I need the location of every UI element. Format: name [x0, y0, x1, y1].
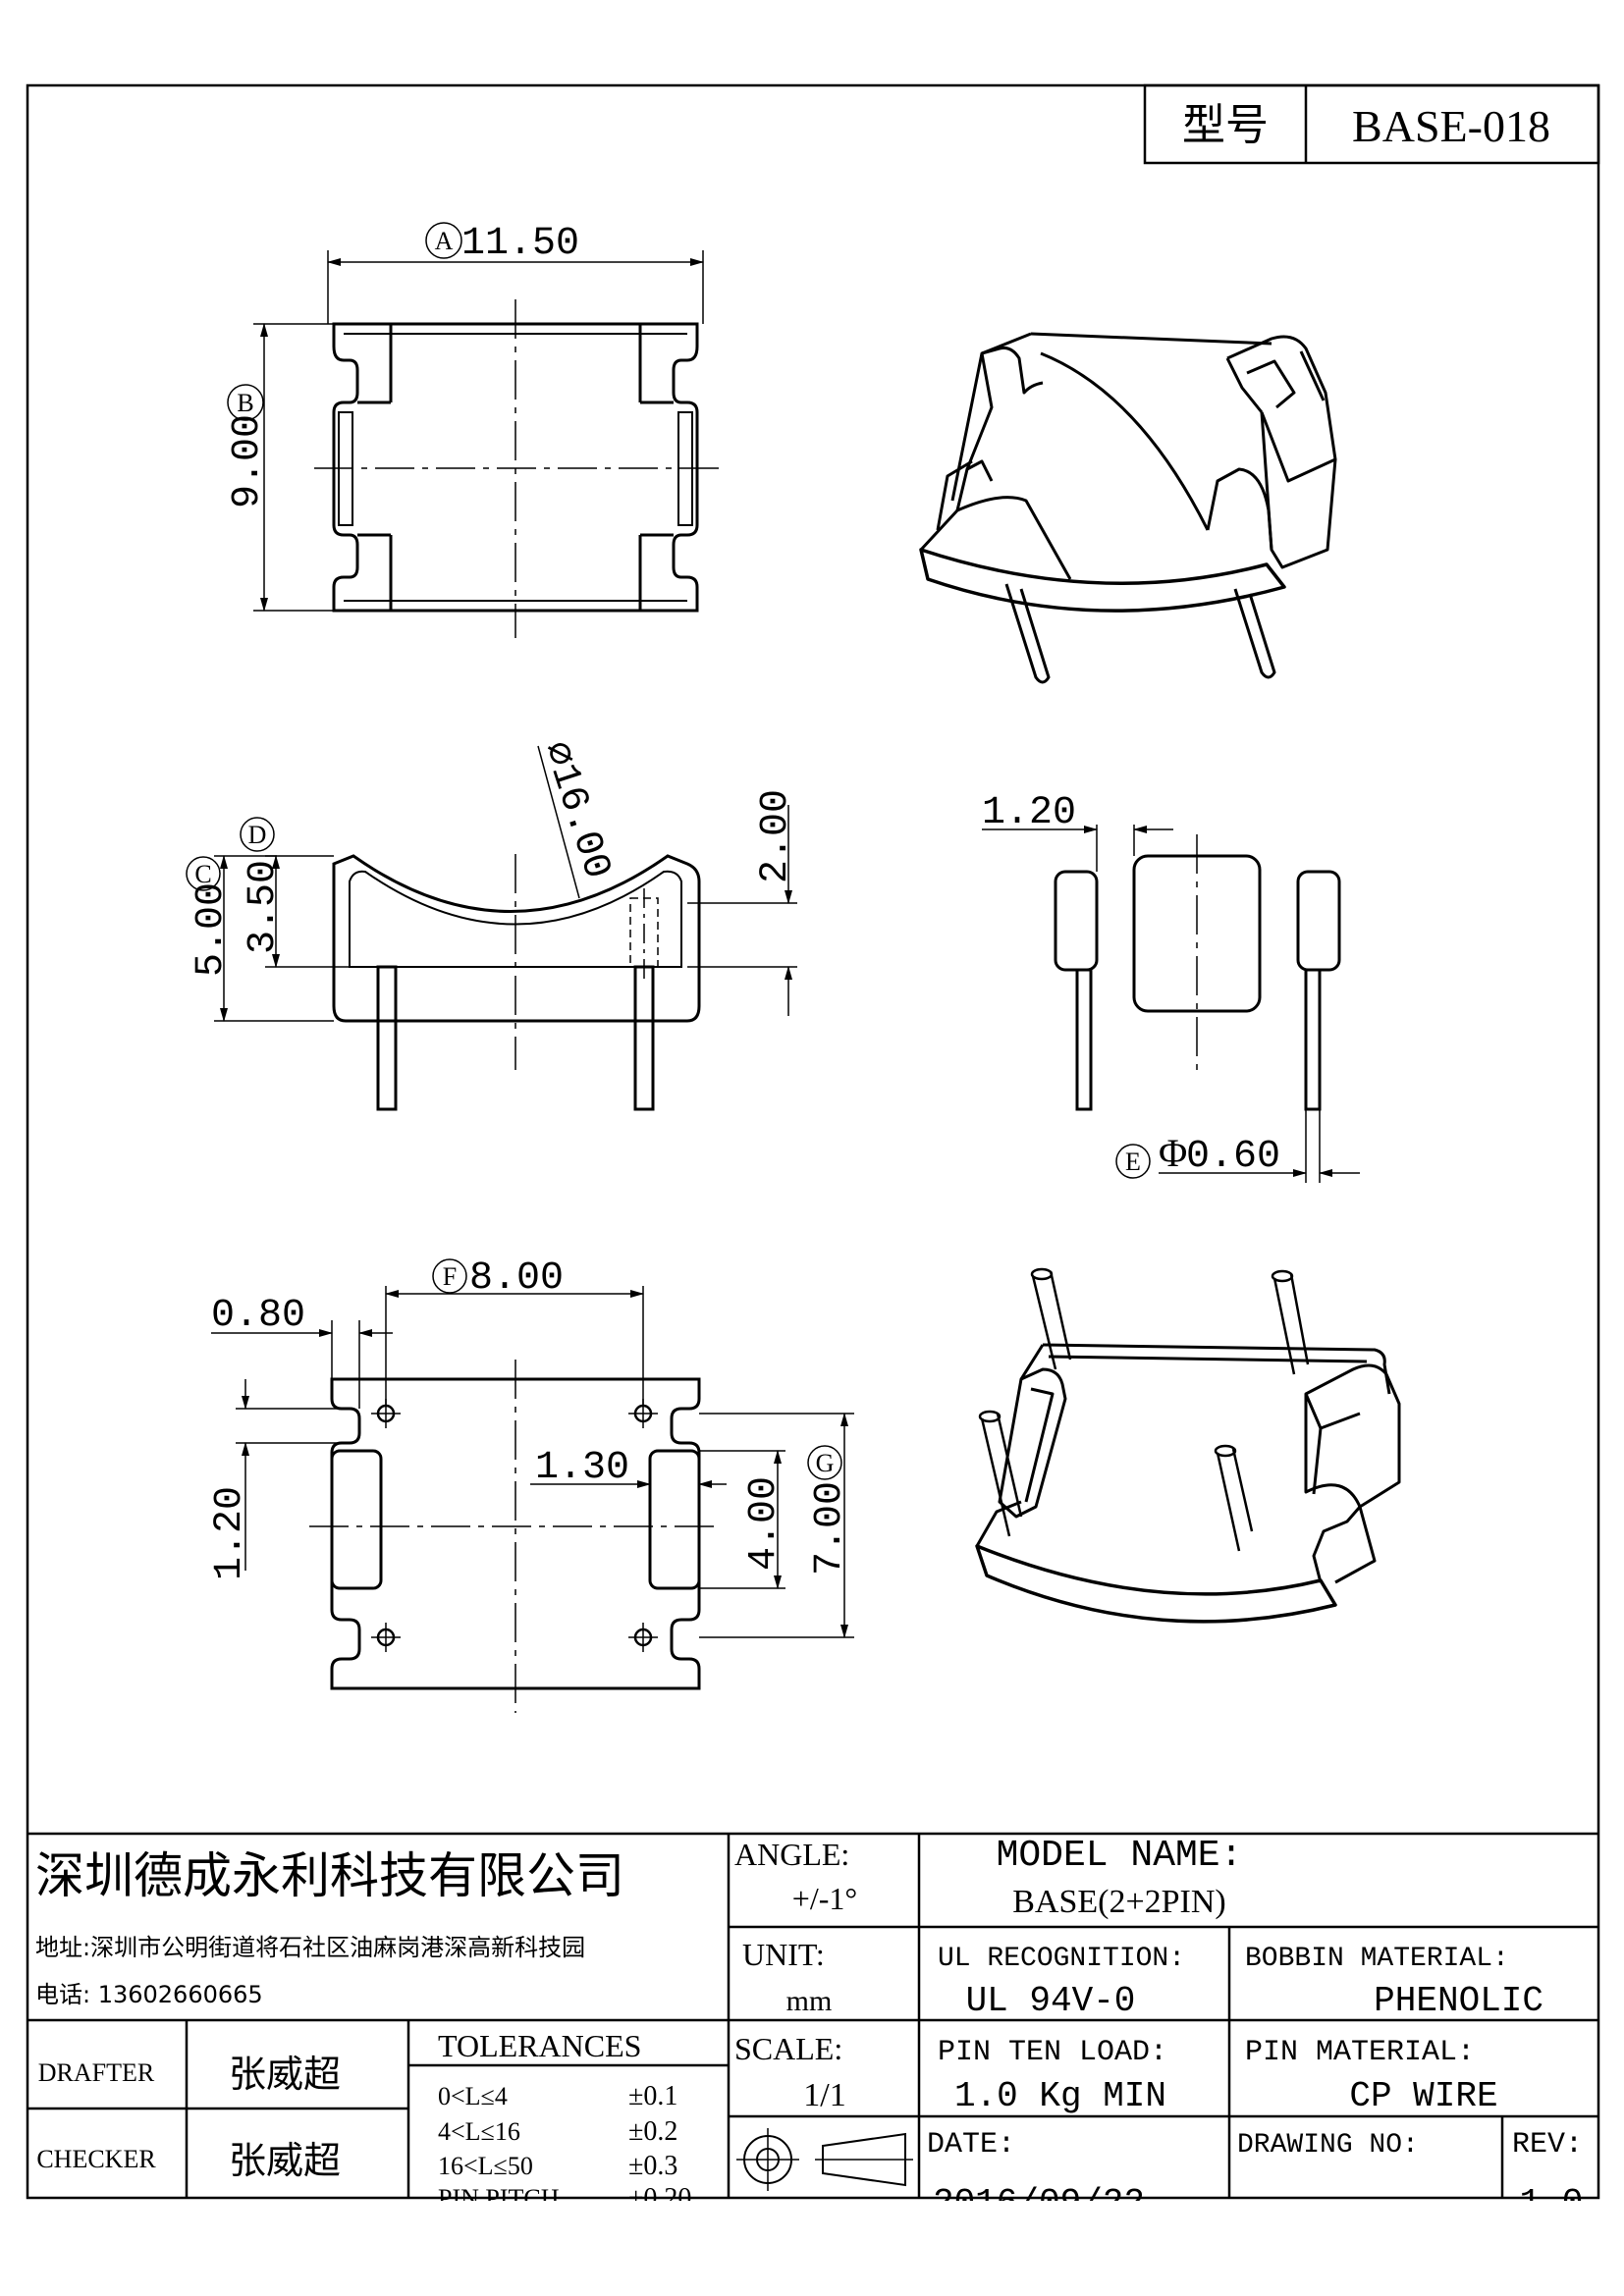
angle-label: ANGLE: [734, 1837, 849, 1872]
side-view [214, 745, 797, 1111]
model-label: 型号 [1182, 100, 1269, 150]
tolerance-value: ±0.20 [628, 2183, 691, 2214]
title-block-text: 深圳德成永利科技有限公司 地址:深圳市公明街道将石社区油麻岗港深高新科技园 电话… [35, 1835, 1584, 2223]
iso-view-bottom [975, 1267, 1401, 1624]
pin-material-label: PIN MATERIAL: [1245, 2036, 1475, 2069]
angle-value: +/-1° [792, 1881, 857, 1916]
rev-label: REV: [1512, 2128, 1583, 2162]
pin-load-label: PIN TEN LOAD: [938, 2036, 1167, 2069]
tolerance-value: ±0.3 [628, 2151, 677, 2181]
model-name-label: MODEL NAME: [997, 1835, 1243, 1877]
dim-mark-b: B [237, 389, 253, 417]
model-name-value: BASE(2+2PIN) [1012, 1884, 1226, 1920]
drafter-label: DRAFTER [38, 2058, 155, 2087]
dim-gap: 1.30 [535, 1446, 629, 1490]
dim-body-height: 3.50 [242, 860, 286, 954]
dim-slot-height: 1.20 [208, 1486, 252, 1580]
dim-mark-g: G [816, 1449, 835, 1477]
iso-view-top [919, 332, 1337, 684]
bottom-view-dims: F 8.00 0.80 1.20 1.30 4.00 G 7.00 [208, 1256, 852, 1580]
dim-mark-f: F [443, 1262, 457, 1291]
drawing-no-label: DRAWING NO: [1237, 2130, 1419, 2161]
dim-pin-pitch: 8.00 [469, 1256, 564, 1301]
ul-value: UL 94V-0 [966, 1981, 1136, 2021]
date-value: 2016/09/22 [933, 2183, 1145, 2223]
end-view-dims: 1.20 E Φ 0.60 [982, 791, 1280, 1179]
scale-value: 1/1 [803, 2077, 845, 2113]
scale-label: SCALE: [734, 2031, 842, 2066]
dim-row-pitch: 7.00 [808, 1481, 852, 1575]
checker-value: 张威超 [229, 2139, 341, 2182]
company-phone: 电话: 13602660665 [35, 1981, 263, 2008]
unit-label: UNIT: [742, 1937, 825, 1972]
dim-total-height: 5.00 [189, 882, 234, 977]
model-value: BASE-018 [1352, 101, 1550, 151]
tolerance-range: 0<L≤4 [438, 2082, 508, 2110]
checker-label: CHECKER [36, 2145, 156, 2173]
pin-diameter-symbol: Φ [1159, 1131, 1187, 1175]
date-label: DATE: [927, 2128, 1015, 2162]
bottom-view [211, 1286, 854, 1713]
dim-width-top: 11.50 [461, 222, 579, 266]
drawing-frame [26, 83, 1600, 2200]
dim-mark-a: A [435, 227, 454, 255]
tolerances-label: TOLERANCES [438, 2028, 641, 2063]
pin-load-value: 1.0 Kg MIN [954, 2076, 1166, 2116]
bobbin-label: BOBBIN MATERIAL: [1245, 1944, 1509, 1974]
dim-arc-depth: 2.00 [754, 789, 798, 883]
dim-mark-e: E [1125, 1148, 1141, 1176]
top-view-dims: A 11.50 B 9.00 [226, 222, 579, 508]
company-address: 地址:深圳市公明街道将石社区油麻岗港深高新科技园 [35, 1934, 585, 1961]
dim-arc-diameter: ⌀16.00 [533, 736, 619, 884]
dim-pin-diameter: 0.60 [1186, 1135, 1280, 1179]
dim-mark-c: C [194, 860, 211, 888]
tolerance-value: ±0.1 [628, 2081, 677, 2111]
drafter-value: 张威超 [229, 2053, 341, 2096]
tolerance-value: ±0.2 [628, 2116, 677, 2147]
tolerance-range: 4<L≤16 [438, 2117, 520, 2146]
bobbin-value: PHENOLIC [1374, 1981, 1543, 2021]
pin-material-value: CP WIRE [1349, 2076, 1497, 2116]
ul-label: UL RECOGNITION: [938, 1944, 1185, 1974]
dim-height-top: 9.00 [226, 414, 270, 508]
dim-mark-d: D [248, 821, 267, 849]
company-name: 深圳德成永利科技有限公司 [35, 1847, 624, 1904]
title-block [27, 1832, 1598, 2198]
rev-value: 1.0 [1520, 2183, 1584, 2223]
tolerance-range: PIN PITCH [438, 2184, 560, 2213]
dim-wall: 1.20 [982, 791, 1076, 835]
end-view [982, 825, 1360, 1183]
dim-slot: 0.80 [211, 1294, 305, 1338]
top-view [253, 250, 727, 638]
unit-value: mm [786, 1985, 833, 2017]
tolerance-range: 16<L≤50 [438, 2152, 533, 2180]
model-header: 型号 BASE-018 [1143, 83, 1600, 165]
dim-inner: 4.00 [742, 1476, 786, 1571]
